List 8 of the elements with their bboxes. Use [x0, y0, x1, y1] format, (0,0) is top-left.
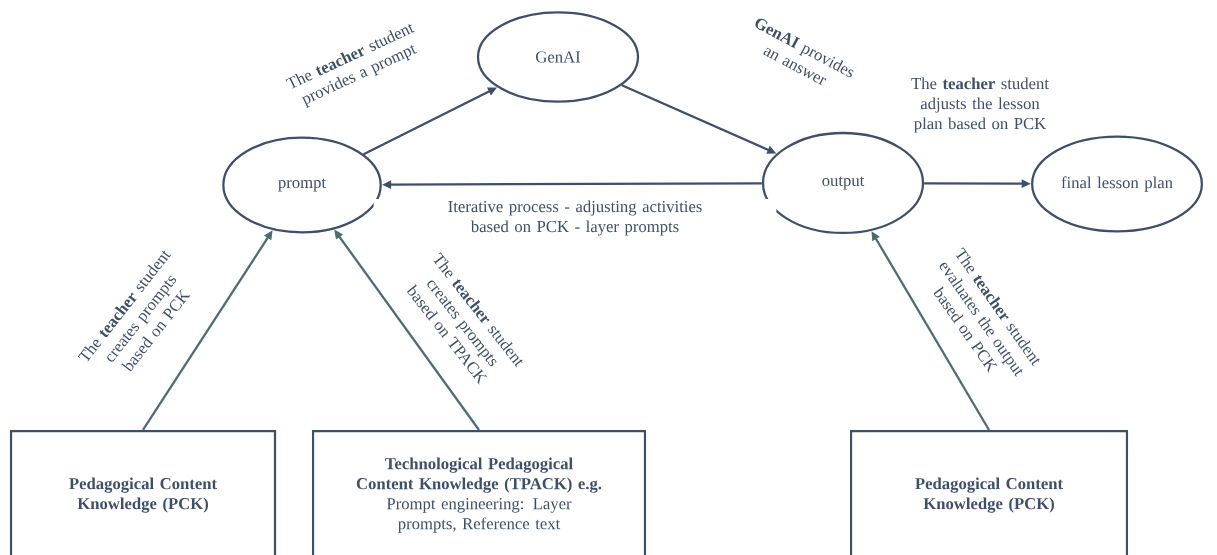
knowledge-box: Pedagogical Content Knowledge (PCK): [849, 430, 1129, 555]
ellipse-node: prompt: [222, 136, 382, 234]
ellipse-node: GenAI: [476, 11, 640, 103]
edge-label: Iterative process - adjusting activities based on PCK - layer prompts: [373, 199, 777, 237]
knowledge-box: Pedagogical Content Knowledge (PCK): [9, 430, 277, 555]
ellipse-node: final lesson plan: [1031, 135, 1203, 233]
edge-label: The teacher student adjusts the lesson plan based on PCK: [891, 76, 1069, 134]
knowledge-box: Technological Pedagogical Content Knowledge (TPACK) e.g. Prompt engineering: Layer prompts, Reference text: [311, 430, 647, 555]
